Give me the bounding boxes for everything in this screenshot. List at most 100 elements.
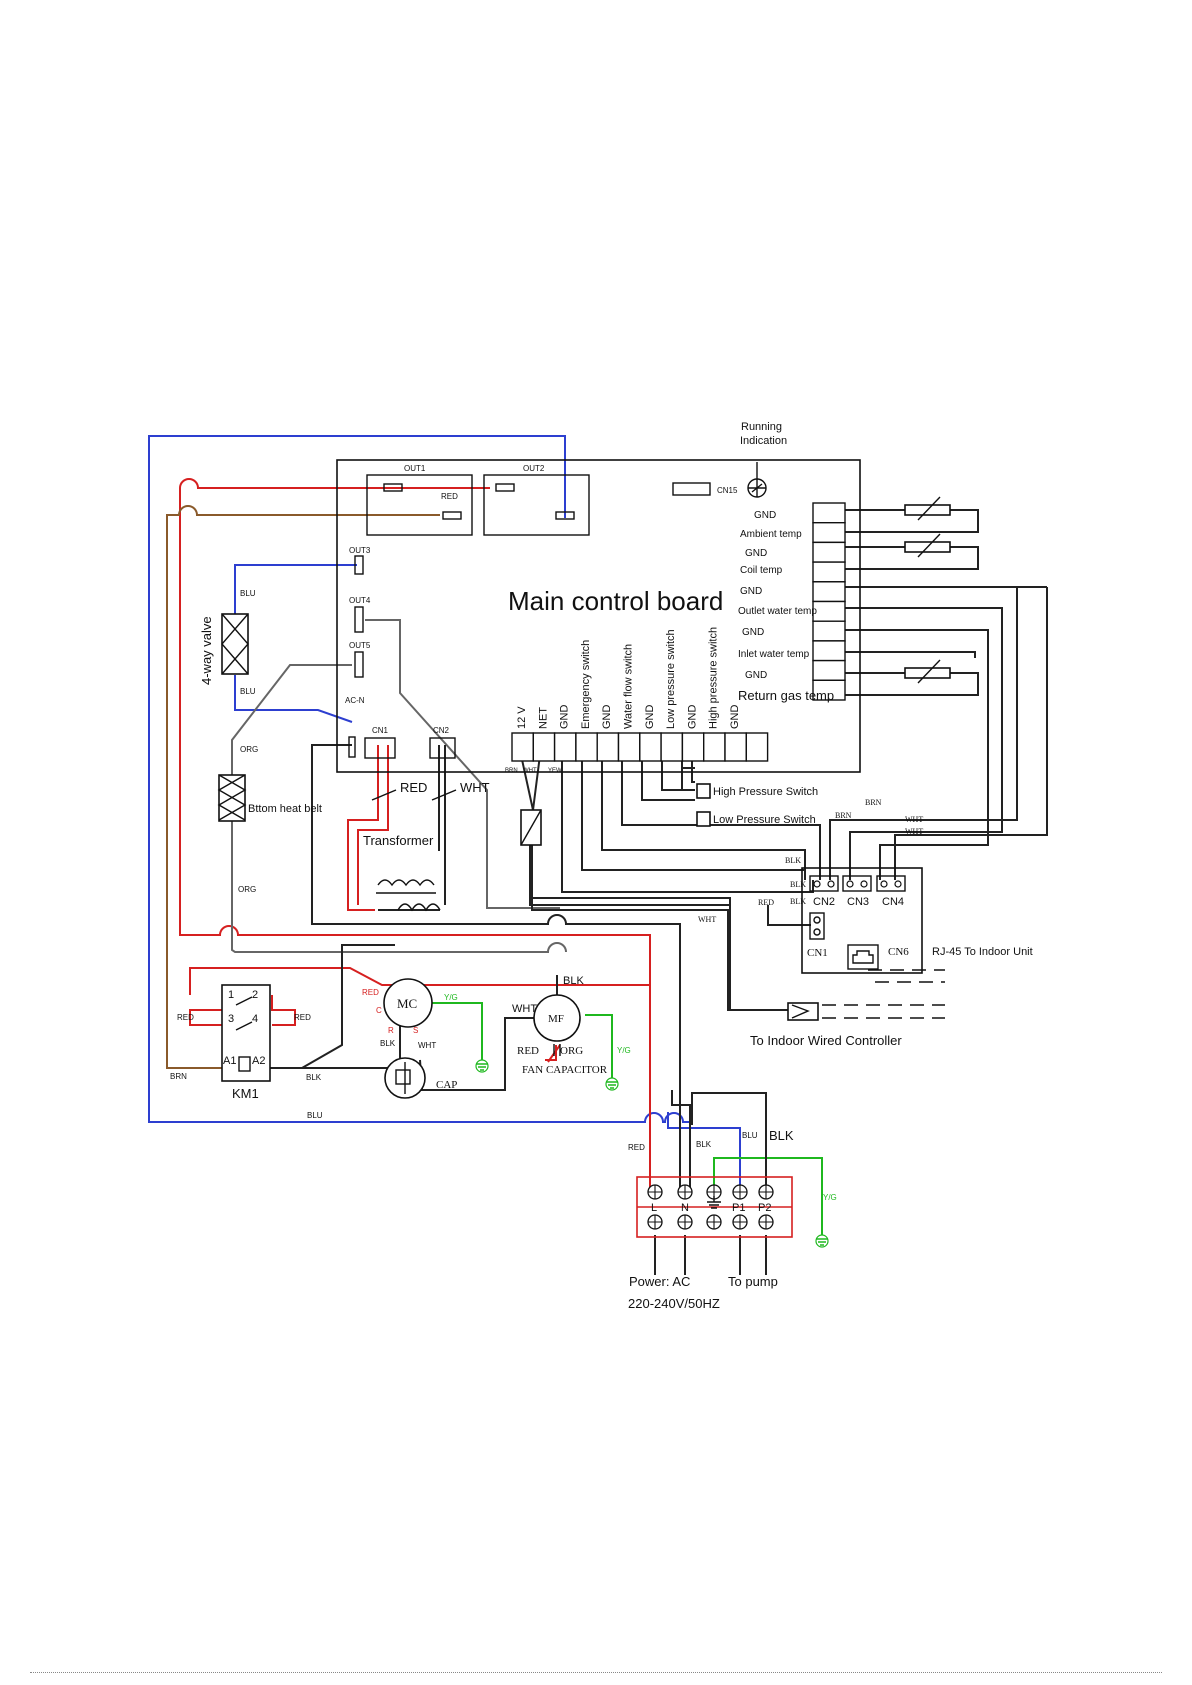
right-terminal-cell [812, 620, 846, 642]
sensor-inlet [904, 659, 951, 684]
power-terminal-block: L N P1 P2 RED BLK BLU BLK Y/G Power: AC … [628, 1128, 837, 1311]
controller-arrow-icon [791, 1004, 810, 1019]
power-label-1: Power: AC [629, 1274, 690, 1289]
wire-term-blk2 [691, 1092, 767, 1188]
mc-s: S [413, 1026, 418, 1035]
pcb2-cn1-pin-b [813, 928, 821, 936]
net-filter: BRN WHT YEW [505, 768, 562, 846]
board-outline [336, 459, 861, 773]
wire-red-transformer [347, 745, 389, 911]
brn-label: BRN [170, 1072, 187, 1081]
wire-low-pressure [621, 755, 821, 880]
cable-controller-link [529, 845, 790, 1011]
ground-symbols [475, 1059, 829, 1248]
wire-sensor-gnd-right [845, 586, 1047, 658]
ground-ring-icon [475, 1059, 489, 1073]
terminal-screws [647, 1184, 774, 1230]
mf-yg: Y/G [617, 1046, 631, 1055]
mf-red: RED [517, 1045, 539, 1057]
bottom-terminal-cell [596, 732, 620, 762]
cn2-connector [429, 737, 456, 759]
out2-pin-b [555, 511, 575, 520]
right-terminal-cell [812, 522, 846, 544]
mf-circle [533, 994, 581, 1042]
net-filter-diag [520, 809, 542, 846]
wire-red-km1-right [271, 995, 296, 1026]
valve-box [221, 613, 249, 675]
out3-tab [354, 555, 364, 575]
wire-term-blk1 [671, 1090, 691, 1188]
bottom-terminal-label: Emergency switch [580, 640, 592, 729]
pcb2-brn-1: BRN [865, 798, 882, 807]
mc-red: RED [362, 988, 379, 997]
out1-label: OUT1 [404, 464, 426, 473]
bottom-terminal-label: GND [644, 705, 656, 730]
km1-red-right: RED [294, 1013, 311, 1022]
rj45-jack-icon [852, 950, 874, 964]
km1-t1: 1 [228, 989, 234, 1001]
mc-c: C [376, 1006, 382, 1015]
wire-green-mc [430, 1002, 483, 1060]
right-terminal-cell [812, 561, 846, 583]
km1-label: KM1 [232, 1086, 259, 1101]
yew-tiny-label: YEW [548, 768, 562, 774]
wire-pcb2-red [767, 905, 811, 926]
mc-r: R [388, 1026, 394, 1035]
transformer-red: RED [400, 780, 427, 795]
out1-pin-b [442, 511, 462, 520]
pcb2-blk-2: BLK [790, 880, 806, 889]
out2-pin-a [495, 483, 515, 492]
valve-cross-icon [221, 613, 249, 675]
cn2-label: CN2 [433, 726, 450, 735]
indoor-controller-label: To Indoor Wired Controller [750, 1033, 902, 1048]
out5-tab [354, 651, 364, 678]
pcb2-cn1-box [809, 912, 825, 940]
connector-pin [894, 880, 902, 888]
hp-switch-box [696, 783, 711, 799]
terminal-screw-cross [678, 1215, 692, 1229]
compressor-capacitor: CAP [384, 1057, 457, 1099]
pcb2-cn3-box [842, 875, 872, 892]
bottom-terminal-cell [639, 732, 662, 762]
pcb2-brn-2: BRN [835, 811, 852, 820]
km1-box [221, 984, 271, 1082]
terminal-screw-cross [648, 1185, 662, 1199]
wire-lp-switch [641, 755, 695, 801]
wire-out5 [231, 664, 352, 775]
page-bottom-rule [30, 1672, 1162, 1673]
transformer-red-tick [371, 789, 397, 801]
pcb2-blk-3: BLK [790, 897, 806, 906]
right-terminal-label: GND [745, 548, 767, 559]
km1-t4: 4 [252, 1013, 258, 1025]
pcb2-cn4-box [876, 875, 906, 892]
connector-pin [860, 880, 868, 888]
pcb2-outline [801, 867, 923, 974]
wire-heat-belt-low [231, 820, 567, 953]
km1-t3: 3 [228, 1013, 234, 1025]
power-label-2: 220-240V/50HZ [628, 1296, 720, 1311]
lp-switch-box [696, 811, 711, 827]
right-terminal-label: Return gas temp [738, 688, 834, 703]
cap-body [395, 1069, 411, 1085]
pcb2-wht-2: WHT [905, 827, 923, 836]
terminal-screw-cross [707, 1215, 721, 1229]
out-red-label: RED [441, 492, 458, 501]
right-terminal-cell [812, 659, 846, 681]
bottom-terminal-cell [703, 732, 726, 762]
connector-pin [846, 880, 854, 888]
km1-switch-2 [235, 1021, 253, 1031]
pcb2-cn6: CN6 [888, 946, 909, 958]
cn1-label: CN1 [372, 726, 389, 735]
rj45-label: RJ-45 To Indoor Unit [932, 946, 1033, 958]
sensor-inlet-arrow [917, 659, 941, 684]
term-label-l: L [651, 1202, 657, 1214]
out4-tab [354, 606, 364, 633]
bottom-terminal-label: Low pressure switch [665, 629, 677, 729]
right-terminal-label: GND [742, 627, 764, 638]
ground-ring-icon [815, 1234, 829, 1248]
wires [148, 435, 1048, 1275]
term-label-n: N [681, 1202, 689, 1214]
term-blk-2: BLK [769, 1128, 794, 1143]
km1-a2: A2 [252, 1055, 265, 1067]
